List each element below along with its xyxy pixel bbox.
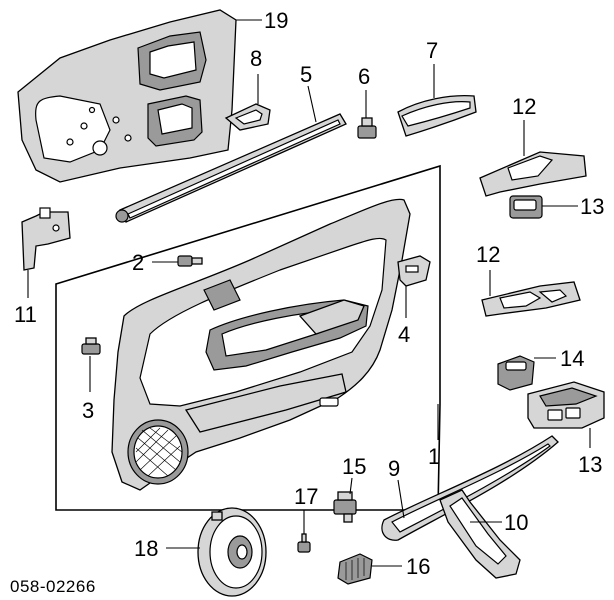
part-8-pocket-cover	[224, 103, 271, 131]
lead-5	[307, 85, 317, 123]
callout-13-upper: 13	[580, 194, 604, 219]
part-9-armrest-garnish	[381, 435, 559, 541]
callout-7: 7	[426, 38, 438, 63]
callout-12-lower: 12	[476, 242, 500, 267]
part-17-fastener	[297, 533, 311, 553]
part-16-connector	[337, 553, 373, 585]
callout-4: 4	[398, 322, 410, 347]
callout-1: 1	[428, 444, 440, 469]
part-1-door-trim-panel	[111, 198, 411, 491]
part-7-armrest-cap	[397, 94, 477, 137]
callout-8: 8	[250, 46, 262, 71]
callout-3: 3	[82, 398, 94, 423]
callout-11: 11	[14, 302, 37, 327]
callout-18: 18	[134, 536, 158, 561]
callout-9: 9	[388, 456, 400, 481]
part-1-group-frame	[55, 164, 441, 511]
part-11-bracket	[21, 207, 71, 271]
part-14-switch	[497, 355, 535, 391]
callout-6: 6	[358, 64, 370, 89]
part-12-switch-panel-lower	[481, 281, 581, 317]
callout-12-upper: 12	[512, 94, 536, 119]
callout-5: 5	[300, 62, 312, 87]
lead-9	[397, 479, 405, 519]
part-19-door-inner-panel	[17, 9, 237, 183]
part-3-clip	[81, 337, 101, 355]
part-2-screw	[177, 255, 203, 267]
part-10-pull-handle	[439, 489, 521, 579]
part-18-speaker	[197, 507, 267, 597]
callout-10: 10	[504, 510, 528, 535]
callout-19: 19	[264, 8, 288, 33]
part-4-clip-bracket	[397, 255, 431, 287]
callout-17: 17	[294, 484, 318, 509]
callout-16: 16	[406, 554, 430, 579]
part-13-switch-upper	[509, 195, 543, 219]
part-13-master-switch-lower	[527, 381, 605, 429]
callout-15: 15	[342, 454, 366, 479]
diagram-code: 058-02266	[10, 577, 96, 596]
part-15-clip	[333, 491, 357, 523]
part-6-clip	[357, 117, 377, 139]
part-5-weatherstrip	[115, 113, 347, 223]
part-12-switch-panel-upper	[479, 151, 587, 197]
lead-15	[349, 477, 353, 495]
callout-2: 2	[132, 250, 144, 275]
callout-14: 14	[560, 346, 584, 371]
callout-13-lower: 13	[578, 452, 602, 477]
